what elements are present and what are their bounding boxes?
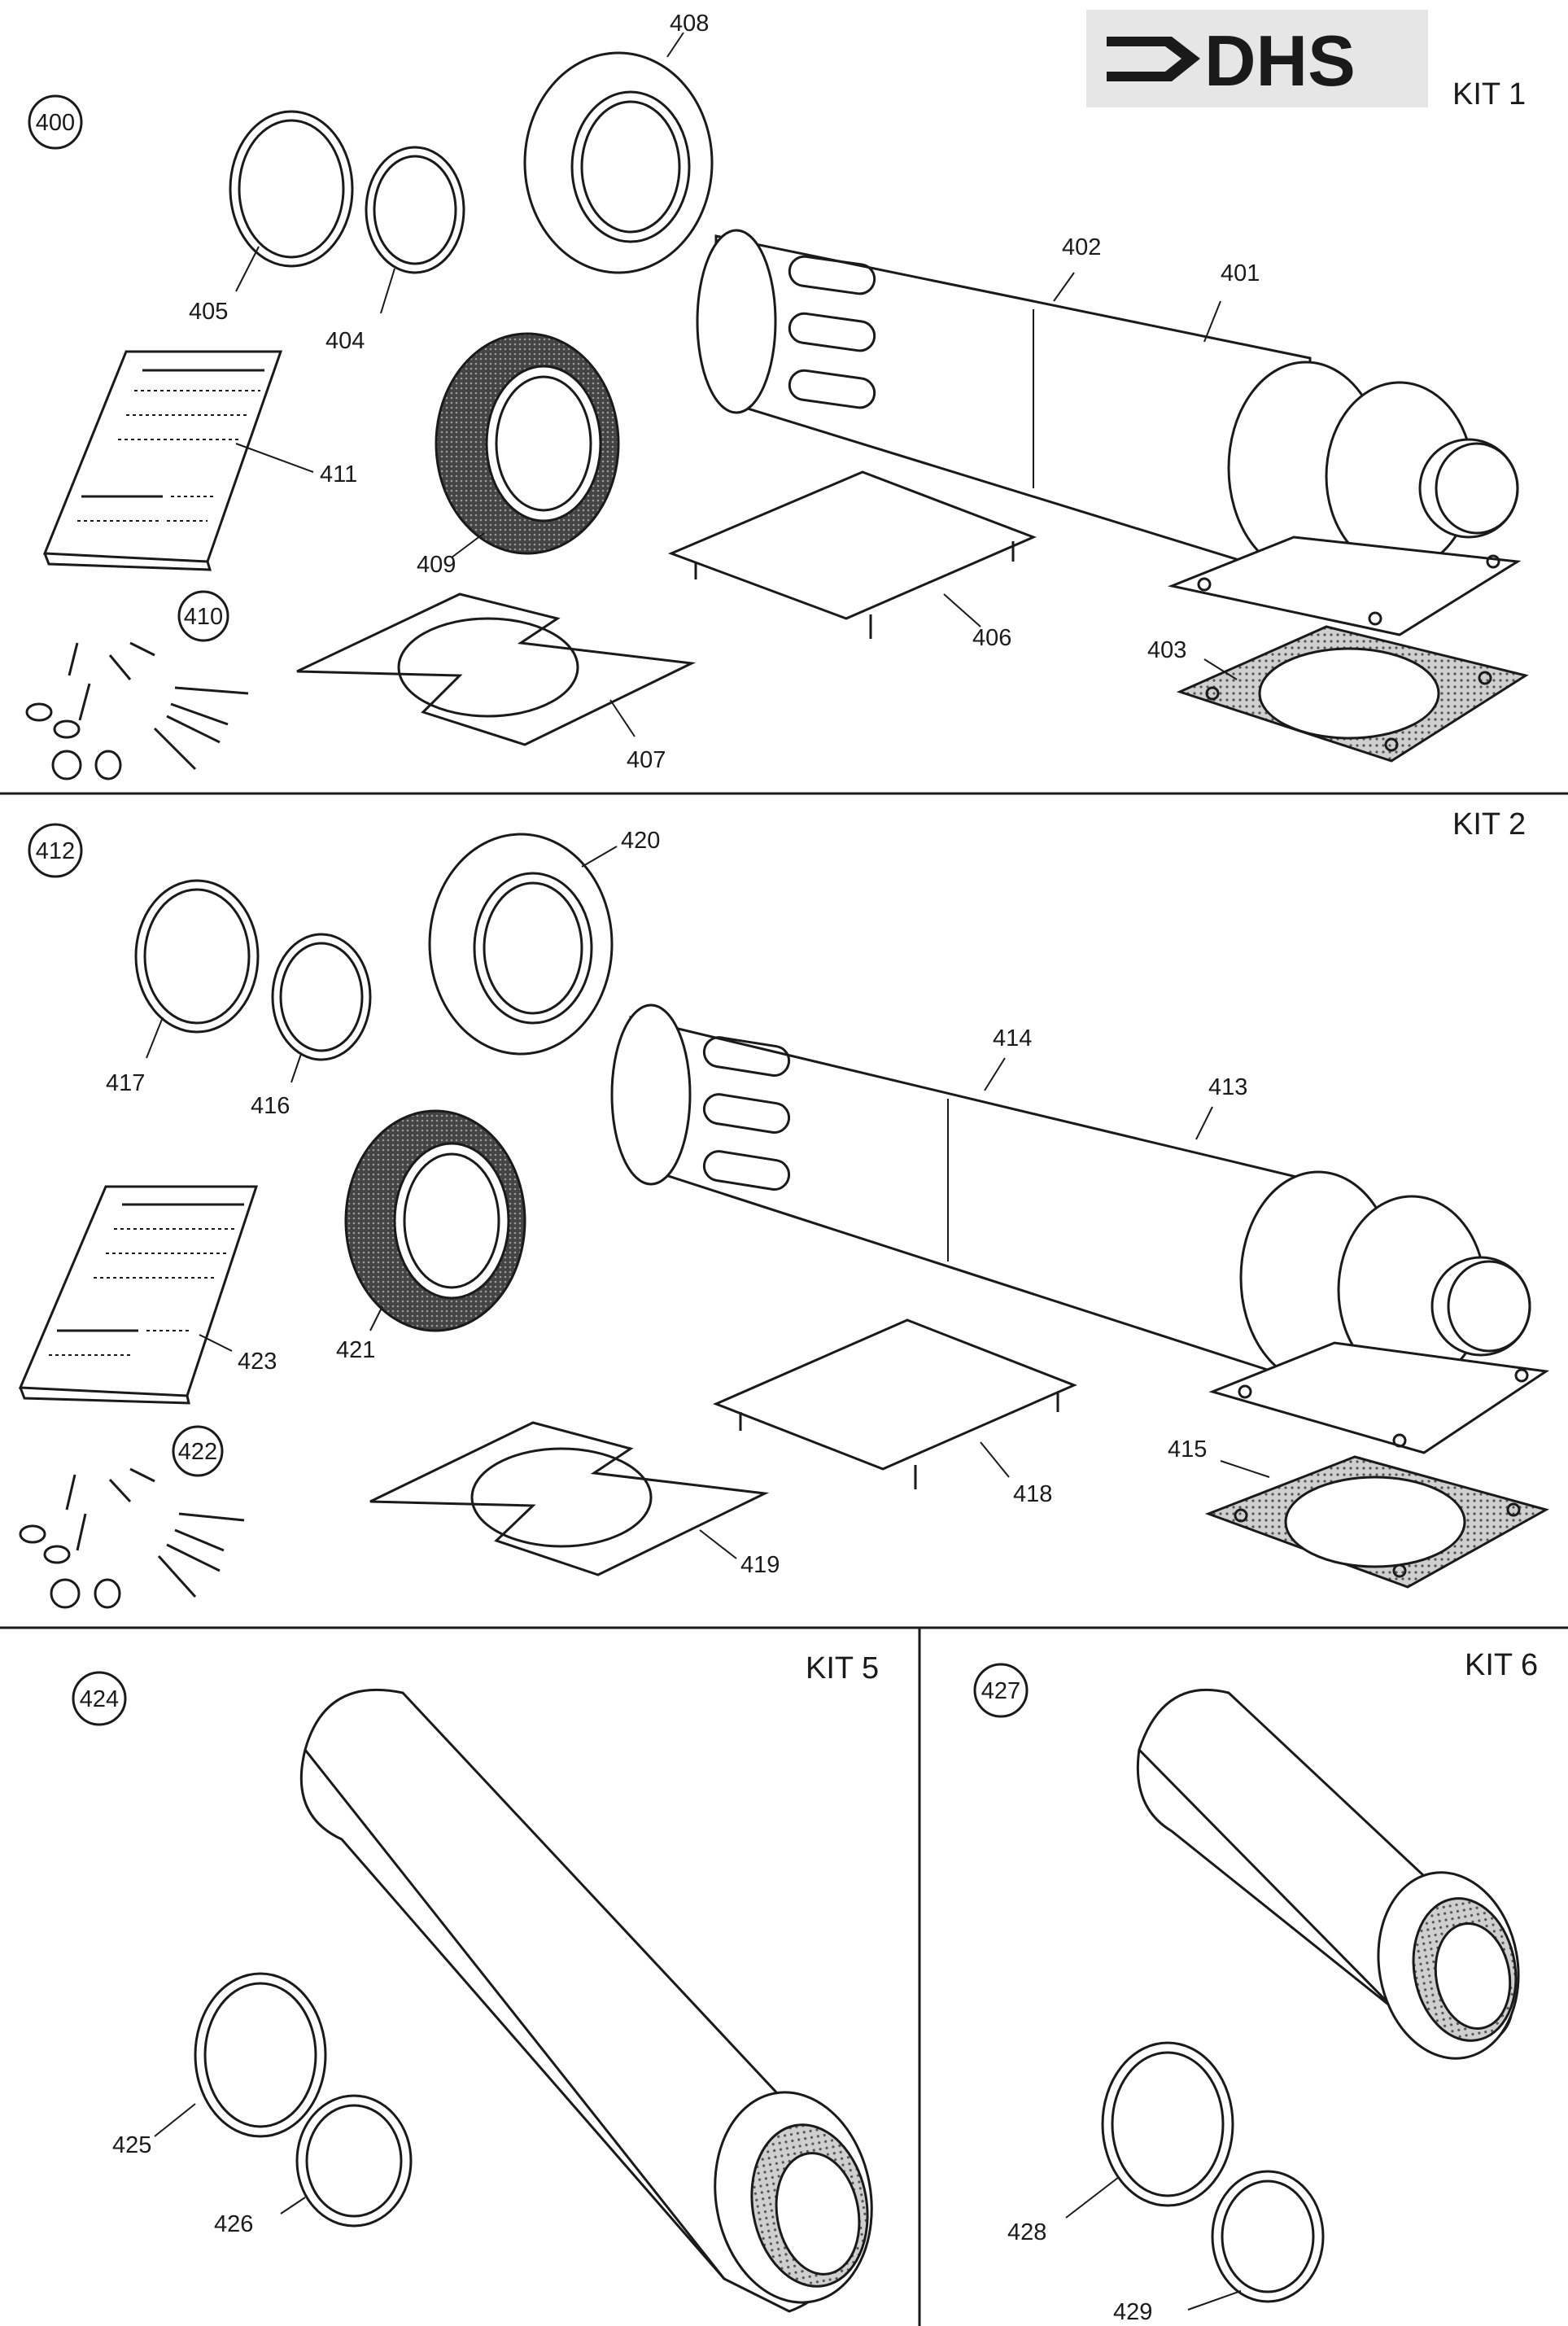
kit6-title: KIT 6 bbox=[1465, 1648, 1538, 1682]
label-414: 414 bbox=[993, 1025, 1032, 1052]
label-406: 406 bbox=[972, 625, 1011, 651]
label-426: 426 bbox=[214, 2211, 253, 2237]
gasket-ring-421 bbox=[344, 1109, 526, 1332]
extension-pipe-427 bbox=[1136, 1688, 1520, 2060]
label-422: 422 bbox=[178, 1439, 217, 1465]
terminal-pipe-413 bbox=[610, 1003, 1550, 1454]
seal-ring-426 bbox=[280, 2094, 413, 2228]
seal-ring-425 bbox=[154, 1972, 327, 2138]
label-417: 417 bbox=[106, 1070, 145, 1096]
kit6-section: KIT 6 427 428 429 bbox=[973, 1648, 1538, 2325]
logo-background bbox=[1086, 10, 1428, 107]
fixings-pack-422 bbox=[19, 1425, 245, 1609]
label-405: 405 bbox=[189, 299, 228, 325]
label-418: 418 bbox=[1013, 1481, 1052, 1507]
kit1-number-circle bbox=[28, 94, 83, 150]
label-425: 425 bbox=[112, 2132, 151, 2158]
label-423: 423 bbox=[238, 1349, 277, 1375]
gasket-ring-409 bbox=[435, 332, 620, 558]
label-428: 428 bbox=[1007, 2219, 1046, 2245]
label-421: 421 bbox=[336, 1337, 375, 1363]
logo-text: DHS bbox=[1204, 20, 1356, 101]
split-cover-plate-407 bbox=[296, 592, 697, 746]
kit6-number: 427 bbox=[981, 1678, 1020, 1704]
fixings-pack-410 bbox=[25, 590, 249, 780]
label-404: 404 bbox=[325, 328, 365, 354]
wall-flange-420 bbox=[428, 833, 618, 1056]
dhs-logo: DHS bbox=[1086, 10, 1428, 107]
arrow-logo-icon bbox=[1107, 37, 1200, 81]
split-cover-plate-419 bbox=[369, 1421, 770, 1576]
kit5-number: 424 bbox=[80, 1686, 119, 1712]
square-plate-406 bbox=[667, 470, 1037, 639]
label-410: 410 bbox=[184, 604, 223, 630]
kit1-section: KIT 1 400 bbox=[25, 11, 1529, 780]
label-419: 419 bbox=[740, 1552, 780, 1578]
instruction-manual-423 bbox=[18, 1185, 259, 1405]
label-416: 416 bbox=[251, 1093, 290, 1119]
instruction-manual-411 bbox=[42, 350, 314, 571]
kit2-section: KIT 2 412 bbox=[18, 807, 1550, 1609]
seal-ring-405 bbox=[229, 110, 354, 292]
kit1-title: KIT 1 bbox=[1452, 77, 1526, 111]
seal-ring-429 bbox=[1187, 2170, 1325, 2311]
kit2-number: 412 bbox=[36, 838, 75, 864]
label-429: 429 bbox=[1113, 2299, 1152, 2325]
label-413: 413 bbox=[1208, 1074, 1247, 1100]
label-407: 407 bbox=[627, 747, 666, 773]
seal-ring-428 bbox=[1065, 2041, 1234, 2219]
seal-ring-416 bbox=[271, 933, 372, 1083]
kit5-number-circle bbox=[72, 1671, 127, 1726]
seal-ring-404 bbox=[365, 146, 465, 314]
kit5-title: KIT 5 bbox=[806, 1651, 879, 1685]
kit6-number-circle bbox=[973, 1663, 1029, 1718]
label-420: 420 bbox=[621, 828, 660, 854]
kit2-title: KIT 2 bbox=[1452, 807, 1526, 842]
label-402: 402 bbox=[1062, 234, 1101, 260]
terminal-pipe-401 bbox=[696, 229, 1522, 636]
square-plate-418 bbox=[713, 1318, 1077, 1489]
label-403: 403 bbox=[1147, 637, 1186, 663]
wall-flange-408 bbox=[523, 32, 714, 274]
label-411: 411 bbox=[320, 461, 357, 487]
label-409: 409 bbox=[417, 552, 456, 578]
gasket-plate-415 bbox=[1204, 1455, 1549, 1589]
extension-pipe-424 bbox=[299, 1688, 873, 2313]
label-415: 415 bbox=[1168, 1436, 1207, 1462]
seal-ring-417 bbox=[134, 879, 260, 1059]
kit5-section: KIT 5 424 425 426 bbox=[72, 1651, 879, 2313]
label-401: 401 bbox=[1221, 260, 1260, 286]
gasket-plate-403 bbox=[1176, 625, 1529, 763]
kit1-number: 400 bbox=[36, 110, 75, 136]
label-408: 408 bbox=[670, 11, 709, 37]
kit2-number-circle bbox=[28, 823, 83, 878]
